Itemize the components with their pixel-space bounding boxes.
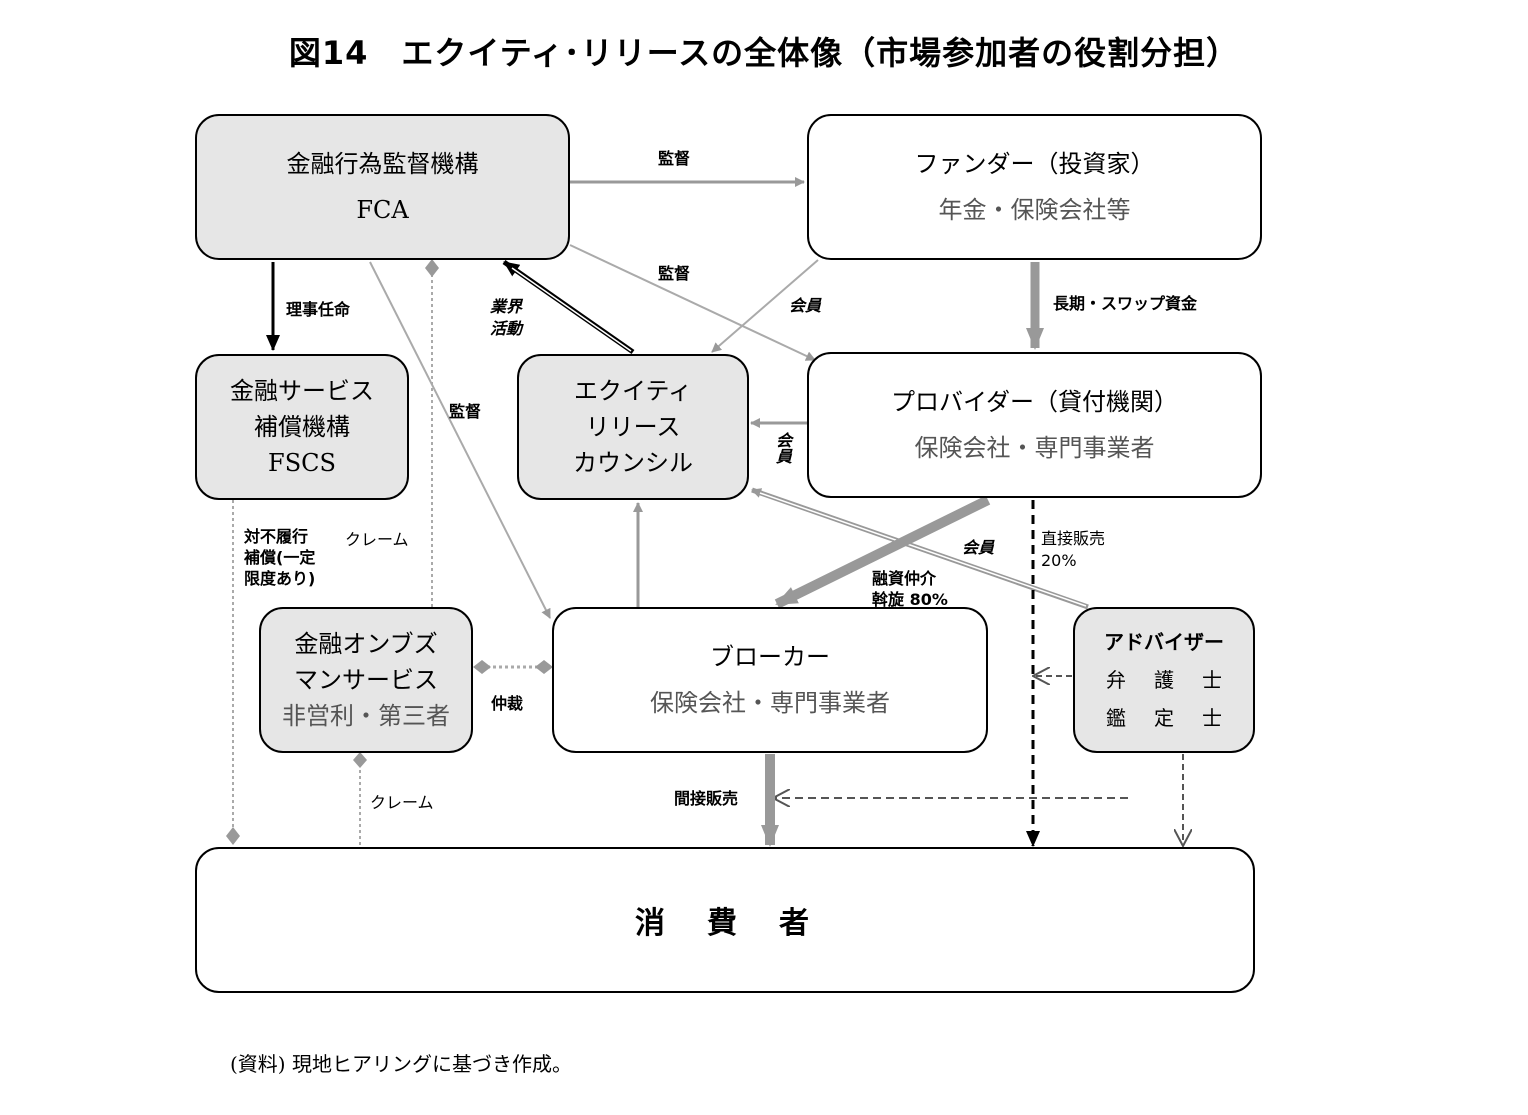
label-member-provider: 会員 <box>773 432 792 464</box>
council-node: エクイティ リリース カウンシル <box>517 354 749 500</box>
arrow-provider-broker <box>774 495 991 609</box>
fca-name: 金融行為監督機構 <box>286 150 479 178</box>
label-default-compensation: 対不履行 補償(一定 限度あり) <box>244 527 316 588</box>
broker-node: ブローカー 保険会社・専門事業者 <box>552 607 988 753</box>
label-arbitration: 仲裁 <box>491 694 524 713</box>
council-line3: カウンシル <box>573 449 693 477</box>
label-lobby: 業界 活動 <box>490 297 523 338</box>
arrow-funder-council <box>711 259 819 353</box>
broker-desc: 保険会社・専門事業者 <box>650 689 890 717</box>
fca-abbr: FCA <box>356 196 409 224</box>
broker-name: ブローカー <box>710 643 830 671</box>
label-claim-top: クレーム <box>345 530 409 549</box>
funder-node: ファンダー（投資家） 年金・保険会社等 <box>807 114 1262 260</box>
arrow-fca-provider <box>569 244 816 361</box>
ombudsman-node: 金融オンブズ マンサービス 非営利・第三者 <box>259 607 473 753</box>
label-supervise-funder: 監督 <box>658 149 691 168</box>
label-member-funder: 会員 <box>789 296 822 315</box>
fscs-abbr: FSCS <box>268 449 336 477</box>
provider-name: プロバイダー（貸付機関） <box>890 388 1179 416</box>
label-claim-bottom: クレーム <box>370 793 434 812</box>
ombudsman-desc: 非営利・第三者 <box>282 702 450 730</box>
label-intermediary: 融資仲介 斡旋 80% <box>872 569 948 609</box>
funder-desc: 年金・保険会社等 <box>938 196 1131 224</box>
diagram-title: 図14 エクイティ･リリースの全体像（市場参加者の役割分担） <box>288 34 1240 72</box>
adviser-node: アドバイザー 弁護士 鑑定士 <box>1073 607 1255 753</box>
provider-desc: 保険会社・専門事業者 <box>914 434 1155 462</box>
label-indirect-sale: 間接販売 <box>674 789 739 808</box>
label-supervise-provider: 監督 <box>658 264 691 283</box>
council-line2: リリース <box>585 413 681 441</box>
fscs-line2: 補償機構 <box>254 413 350 441</box>
consumer-label: 消 費 者 <box>635 906 815 941</box>
label-longterm-fund: 長期・スワップ資金 <box>1053 294 1198 313</box>
arrow-fca-broker <box>369 261 551 619</box>
adviser-surveyor: 鑑定士 <box>1106 706 1250 730</box>
label-supervise-broker: 監督 <box>449 402 482 421</box>
label-member-adviser: 会員 <box>962 538 995 557</box>
funder-name: ファンダー（投資家） <box>914 150 1155 178</box>
provider-node: プロバイダー（貸付機関） 保険会社・専門事業者 <box>807 352 1262 498</box>
fca-node: 金融行為監督機構 FCA <box>195 114 570 260</box>
label-direct-sale: 直接販売 20% <box>1041 529 1106 570</box>
adviser-title: アドバイザー <box>1104 630 1224 654</box>
ombudsman-line2: マンサービス <box>294 666 438 694</box>
fscs-line1: 金融サービス <box>230 377 374 405</box>
adviser-lawyer: 弁護士 <box>1106 668 1250 692</box>
council-line1: エクイティ <box>573 377 693 405</box>
fscs-node: 金融サービス 補償機構 FSCS <box>195 354 409 500</box>
source-note: (資料) 現地ヒアリングに基づき作成。 <box>230 1052 572 1076</box>
consumer-node: 消 費 者 <box>195 847 1255 993</box>
label-appoint: 理事任命 <box>286 300 351 319</box>
ombudsman-line1: 金融オンブズ <box>294 630 438 658</box>
